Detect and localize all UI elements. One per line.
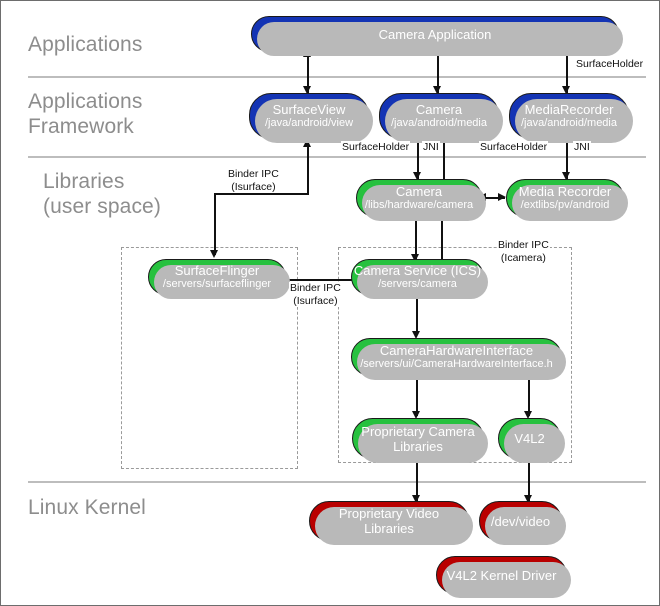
node-title: SurfaceFlinger — [174, 263, 260, 278]
arrowhead-proprietary-video-in — [412, 495, 420, 503]
node-dev-video[interactable]: /dev/video — [479, 501, 566, 545]
arrowhead-cameraapp-surfaceview-down — [303, 86, 311, 94]
edge-label-jni-camera: JNI — [422, 141, 440, 154]
node-subtitle: /servers/surfaceflinger — [162, 278, 272, 290]
edge-chi-to-proprietary-camera — [416, 376, 418, 416]
edge-camera-service-to-surfaceflinger — [286, 279, 352, 281]
edge-label-jni-mediarecorder: JNI — [573, 141, 591, 154]
edge-camera-java-to-lib — [417, 139, 419, 179]
node-subtitle: /servers/camera — [378, 278, 457, 290]
node-camera-application[interactable]: Camera Application — [251, 16, 623, 56]
arrowhead-cameraapp-mediarecorder — [562, 86, 570, 94]
edge-v4l2-to-dev-video — [528, 459, 530, 501]
node-title: Camera Application — [378, 26, 492, 42]
divider-applications — [28, 76, 646, 78]
edge-label-surfaceholder-camera: SurfaceHolder — [341, 141, 411, 154]
arrowhead-camera-java-to-lib — [413, 172, 421, 180]
edge-chi-to-v4l2 — [528, 376, 530, 416]
edge-label-surfaceholder-mediarecorder: SurfaceHolder — [479, 141, 549, 154]
edge-cameraapp-mediarecorder — [566, 51, 568, 93]
node-title: /dev/video — [490, 513, 551, 529]
node-subtitle: /extlibs/pv/android — [520, 199, 610, 211]
band-label-libraries: Libraries (user space) — [43, 170, 161, 218]
node-surfaceview[interactable]: SurfaceView /java/android/view — [249, 93, 373, 143]
arrowhead-to-media-recorder — [498, 193, 506, 201]
node-camera-java[interactable]: Camera /java/android/media — [379, 93, 503, 143]
node-mediarecorder[interactable]: MediaRecorder /java/android/media — [509, 93, 633, 143]
divider-applications-framework — [28, 156, 646, 158]
node-title: Camera — [395, 184, 443, 199]
node-title: Camera — [415, 102, 463, 117]
band-label-applications-framework: Applications Framework — [28, 90, 143, 138]
edge-surfaceflinger-down — [214, 193, 216, 255]
node-title: Media Recorder — [518, 184, 612, 199]
band-label-applications: Applications — [28, 33, 143, 56]
edge-label-binder-ipc-isurface-mid: Binder IPC (Isurface) — [289, 282, 342, 307]
arrowhead-dev-video-in — [524, 495, 532, 503]
node-title: V4L2 Kernel Driver — [446, 567, 557, 583]
node-camera-lib[interactable]: Camera /libs/hardware/camera — [356, 179, 486, 221]
node-proprietary-camera-libraries[interactable]: Proprietary Camera Libraries — [352, 418, 488, 463]
arrowhead-cameraapp-camera-java — [433, 86, 441, 94]
edge-label-binder-ipc-icamera: Binder IPC (Icamera) — [497, 239, 550, 264]
node-media-recorder-lib[interactable]: Media Recorder /extlibs/pv/android — [506, 179, 628, 221]
edge-camera-lib-to-java — [443, 133, 445, 179]
arrowhead-camera-service-in — [411, 254, 419, 262]
node-subtitle: /libs/hardware/camera — [364, 199, 474, 211]
node-v4l2-kernel-driver[interactable]: V4L2 Kernel Driver — [436, 556, 571, 598]
edge-cameraapp-camera-java — [437, 51, 439, 93]
node-proprietary-video-libraries[interactable]: Proprietary Video Libraries — [309, 501, 473, 545]
edge-camera-service-to-lib — [441, 215, 443, 261]
edge-label-surfaceholder-app: SurfaceHolder — [575, 58, 645, 71]
node-title: Proprietary Camera Libraries — [361, 423, 475, 454]
edge-label-binder-ipc-isurface-top: Binder IPC (Isurface) — [227, 168, 280, 193]
arrowhead-mediarecorder-to-lib — [562, 172, 570, 180]
node-subtitle: /java/android/media — [520, 117, 617, 129]
arrowhead-surfaceflinger-in — [210, 250, 218, 258]
node-v4l2[interactable]: V4L2 — [498, 418, 565, 463]
arrowhead-proprietary-camera-in — [412, 411, 420, 419]
node-title: CameraHardwareInterface — [379, 343, 534, 358]
node-title: V4L2 — [514, 431, 545, 446]
edge-cameraapp-surfaceview — [307, 51, 309, 93]
node-title: MediaRecorder — [524, 102, 614, 117]
edge-camera-service-to-chi — [416, 293, 418, 335]
edge-surfaceview-left — [215, 193, 309, 195]
node-title: Camera Service (ICS) — [353, 263, 482, 278]
node-title: Proprietary Video Libraries — [338, 506, 440, 536]
node-surfaceflinger[interactable]: SurfaceFlinger /servers/surfaceflinger — [148, 259, 290, 299]
node-camera-service[interactable]: Camera Service (ICS) /servers/camera — [351, 259, 488, 299]
node-subtitle: /java/android/view — [264, 117, 354, 129]
edge-proprietary-camera-to-video — [416, 459, 418, 501]
edge-mediarecorder-to-lib — [566, 139, 568, 179]
arrowhead-chi-in — [412, 331, 420, 339]
edge-surfaceview-down — [307, 139, 309, 195]
divider-libraries — [28, 481, 646, 483]
arrowhead-surfaceview-up — [303, 139, 311, 147]
band-label-linux-kernel: Linux Kernel — [28, 496, 146, 519]
node-subtitle: /java/android/media — [390, 117, 487, 129]
arrowhead-v4l2-in — [524, 411, 532, 419]
node-title: SurfaceView — [272, 102, 346, 117]
node-subtitle: /servers/ui/CameraHardwareInterface.h — [360, 358, 553, 370]
group-box-surfaceflinger — [121, 247, 298, 469]
node-camera-hardware-interface[interactable]: CameraHardwareInterface /servers/ui/Came… — [351, 338, 566, 380]
edge-camera-lib-to-service — [415, 217, 417, 261]
edge-camera-lib-media-recorder — [482, 197, 505, 199]
